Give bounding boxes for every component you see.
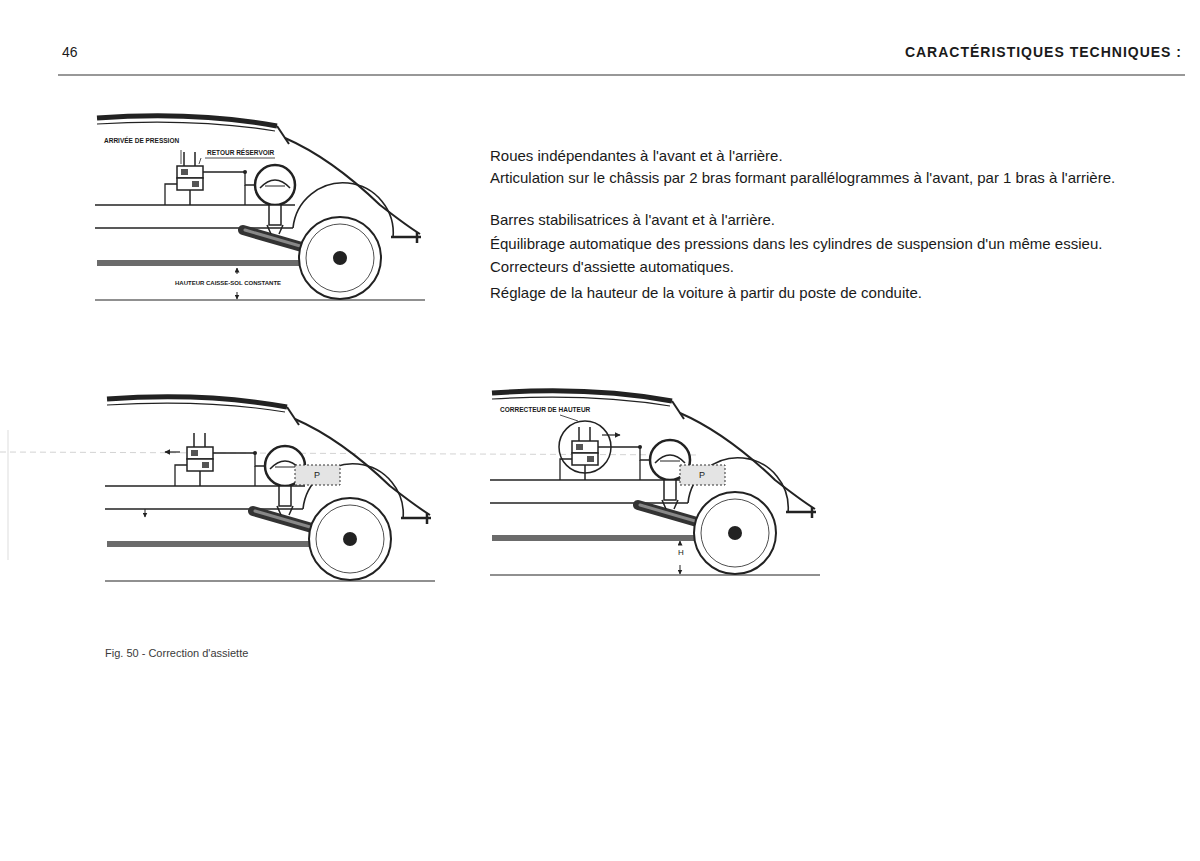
page-title: CARACTÉRISTIQUES TECHNIQUES : [905, 44, 1182, 61]
corrector-highlight [559, 421, 611, 473]
part-label: CORRECTEUR DE HAUTEUR [499, 406, 591, 413]
figure-caption: Fig. 50 - Correction d'assiette [105, 647, 248, 660]
load-symbol: P [699, 470, 705, 480]
load-box [680, 465, 725, 485]
dimension-label: H [677, 548, 685, 557]
spec-line: Correcteurs d'assiette automatiques. [490, 257, 1182, 276]
spec-line: Articulation sur le châssis par 2 bras f… [490, 168, 1182, 187]
page-number: 46 [62, 44, 78, 60]
spec-line: Réglage de la hauteur de la voiture à pa… [490, 283, 1182, 302]
load-box [295, 465, 340, 485]
figure-loaded [105, 397, 435, 581]
part-label: HAUTEUR CAISSE-SOL CONSTANTE [174, 280, 282, 287]
spec-line: Équilibrage automatique des pressions da… [490, 234, 1182, 253]
load-symbol: P [314, 470, 320, 480]
spec-line: Roues indépendantes à l'avant et à l'arr… [490, 146, 1182, 165]
header-rule [58, 74, 1185, 75]
spec-line: Barres stabilisatrices à l'avant et à l'… [490, 210, 1182, 229]
scan-line [8, 430, 9, 560]
figure-corrected [490, 391, 820, 575]
figure-constant-height [95, 116, 425, 300]
part-label: RETOUR RÉSERVOIR [206, 149, 275, 156]
part-label: ARRIVÉE DE PRESSION [103, 137, 180, 144]
